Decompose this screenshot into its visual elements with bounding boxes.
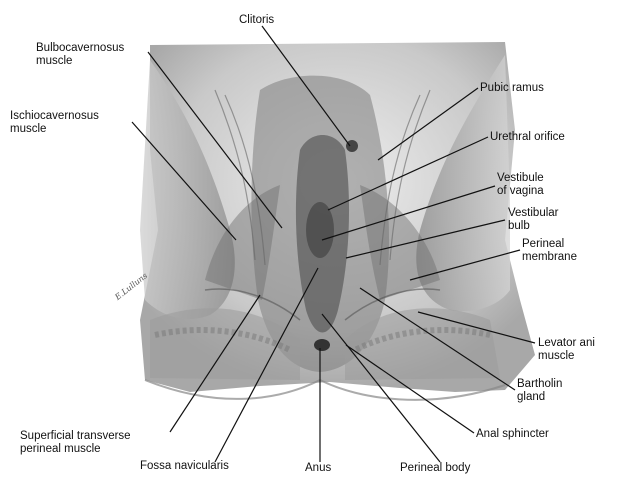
label-perineal-body: Perineal body	[400, 462, 471, 474]
label-pubic-ramus: Pubic ramus	[480, 82, 544, 94]
leader-levator-ani	[417, 311, 536, 344]
leader-superficial-transverse	[169, 294, 261, 433]
leader-urethral-orifice	[327, 136, 489, 211]
leader-fossa-navicularis	[214, 267, 319, 463]
leader-bulbocavernosus	[147, 51, 283, 229]
leader-vestibule	[321, 185, 496, 241]
leader-bartholin	[359, 287, 516, 391]
leader-ischiocavernosus	[131, 121, 237, 241]
label-urethral-orifice: Urethral orifice	[490, 131, 565, 143]
illustration-body	[140, 42, 535, 401]
label-fossa-navicularis: Fossa navicularis	[140, 460, 229, 472]
leader-clitoris	[261, 25, 351, 147]
leader-perineal-membrane	[409, 249, 521, 281]
label-clitoris: Clitoris	[239, 14, 275, 26]
leader-perineal-body	[321, 313, 441, 463]
leader-anal-sphincter	[345, 344, 475, 434]
leader-pubic-ramus	[377, 87, 479, 161]
label-anal-sphincter: Anal sphincter	[476, 428, 549, 440]
label-anus: Anus	[305, 462, 332, 474]
leader-lines	[131, 25, 536, 463]
leader-vestibular-bulb	[345, 219, 506, 259]
